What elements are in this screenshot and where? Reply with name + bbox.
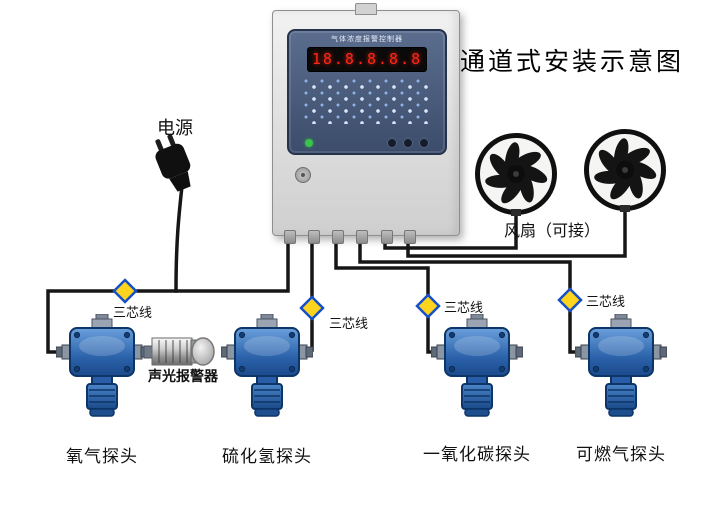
cable-gland-2	[308, 230, 320, 244]
wire-detector-combustible	[358, 234, 580, 354]
cable-gland-4	[356, 230, 368, 244]
up-button	[403, 138, 413, 148]
detector-co	[431, 314, 523, 417]
menu-button	[387, 138, 397, 148]
cable-gland-6	[404, 230, 416, 244]
led-display: 18.8.8.8.8	[307, 47, 427, 72]
wire-tag-label-4: 三芯线	[586, 294, 626, 309]
sound-light-alarm-device	[143, 337, 215, 366]
wire-detector-oxygen	[46, 234, 290, 354]
cable-gland-1	[284, 230, 296, 244]
wire-detector-co	[334, 234, 436, 354]
controller-button-row	[289, 138, 445, 148]
wire-tag-diamonds	[112, 278, 583, 321]
cabinet-mount-tab	[355, 3, 377, 15]
power-plug	[155, 134, 191, 192]
wire-tag-diamond-4	[557, 287, 583, 313]
fan-left	[478, 136, 555, 217]
wire-tag-label-3: 三芯线	[444, 300, 484, 315]
alarm-controller-cabinet: 气体浓度报警控制器 18.8.8.8.8	[272, 3, 460, 244]
detector-label-oxygen: 氧气探头	[66, 447, 138, 466]
power-label: 电源	[157, 118, 193, 138]
wire-fan-right	[406, 208, 627, 258]
fan-right	[587, 132, 664, 213]
detector-oxygen	[56, 314, 148, 417]
fan-label: 风扇（可接）	[504, 223, 601, 240]
wire-tag-label-2: 三芯线	[329, 316, 369, 331]
power-cord-wire	[174, 184, 184, 293]
wire-tag-label-1: 三芯线	[113, 305, 153, 320]
wire-tag-diamond-3	[415, 293, 441, 319]
enter-button	[419, 138, 429, 148]
controller-buttons	[381, 138, 429, 148]
detector-label-combustible: 可燃气探头	[576, 445, 666, 464]
detector-label-h2s: 硫化氢探头	[222, 447, 312, 466]
indicator-light-grid	[302, 78, 432, 124]
power-led-indicator	[305, 139, 313, 147]
diagram-title: 通道式安装示意图	[460, 47, 685, 76]
wire-tag-diamond-1	[112, 278, 138, 304]
wire-tag-diamond-2	[299, 295, 325, 321]
detector-combustible	[575, 314, 667, 417]
alarm-label: 声光报警器	[148, 368, 218, 384]
detector-label-co: 一氧化碳探头	[423, 445, 531, 464]
detector-h2s	[221, 314, 313, 417]
cable-gland-3	[332, 230, 344, 244]
controller-face-panel: 气体浓度报警控制器 18.8.8.8.8	[287, 29, 447, 155]
controller-name-label: 气体浓度报警控制器	[331, 36, 403, 43]
cable-gland-5	[381, 230, 393, 244]
cabinet-lock	[295, 167, 311, 183]
